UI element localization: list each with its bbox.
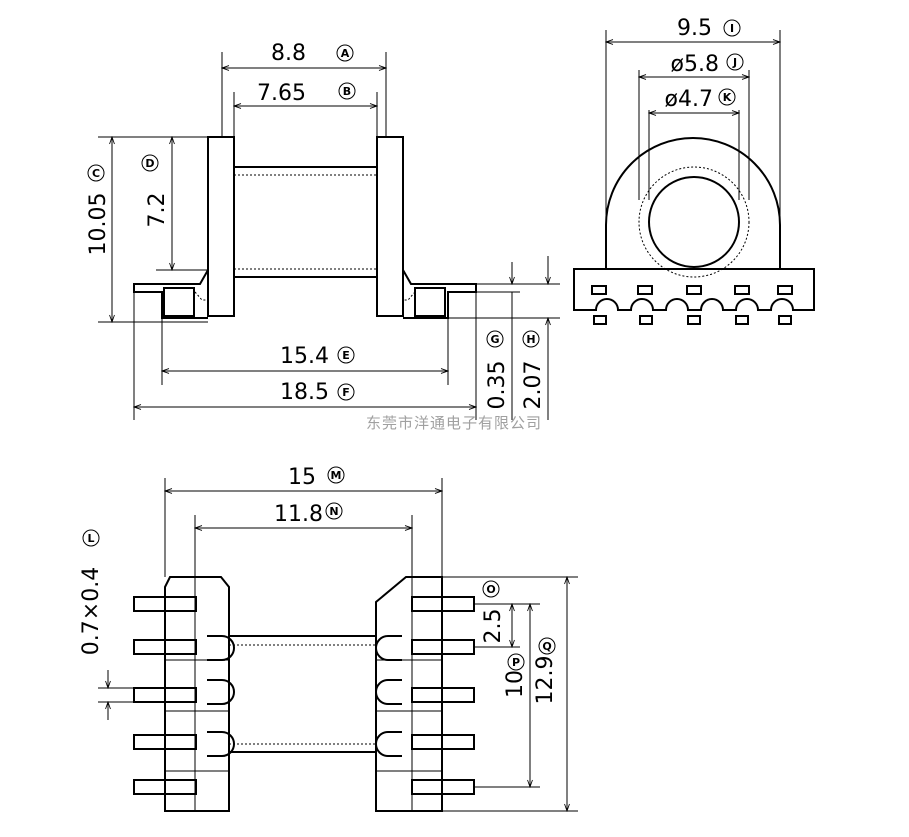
dim-C-value: 10.05 (86, 193, 111, 256)
tag-Q: Q (538, 637, 556, 655)
tag-D: D (141, 154, 159, 172)
svg-text:O: O (486, 583, 495, 596)
dim-H-value: 2.07 (521, 361, 546, 410)
dim-I-value: 9.5 (677, 16, 712, 41)
dim-A-value: 8.8 (271, 41, 306, 66)
tag-H: H (522, 330, 540, 348)
svg-text:K: K (723, 91, 732, 104)
svg-text:A: A (341, 47, 350, 60)
tag-P: P (507, 653, 525, 671)
dim-M-value: 15 (288, 465, 316, 490)
svg-text:D: D (145, 157, 154, 170)
tag-M: M (327, 466, 345, 484)
svg-text:B: B (343, 85, 351, 98)
dim-Q-value: 12.9 (533, 656, 558, 705)
tag-C: C (87, 164, 105, 182)
tag-O: O (482, 580, 500, 598)
dim-B-value: 7.65 (257, 81, 306, 106)
tag-L: L (82, 529, 100, 547)
tag-K: K (718, 88, 736, 106)
svg-text:E: E (342, 349, 350, 362)
svg-text:I: I (730, 22, 734, 35)
svg-text:N: N (329, 505, 338, 518)
tag-N: N (325, 502, 343, 520)
svg-text:C: C (92, 167, 100, 180)
dim-F-value: 18.5 (280, 380, 329, 405)
dim-D-value: 7.2 (145, 193, 170, 228)
front-view (573, 30, 815, 325)
tag-J: J (726, 53, 744, 71)
svg-text:J: J (732, 56, 737, 69)
dim-P2-value: 10 (503, 670, 528, 698)
dim-K-value: ø4.7 (665, 87, 713, 112)
watermark-text: 东莞市洋通电子有限公司 (366, 414, 542, 432)
tag-I: I (723, 19, 741, 37)
svg-text:P: P (512, 656, 520, 669)
svg-text:G: G (490, 333, 499, 346)
side-view (98, 52, 560, 420)
dim-G-value: 0.35 (485, 361, 510, 410)
svg-text:M: M (331, 469, 342, 482)
dim-E-value: 15.4 (280, 344, 329, 369)
bottom-view (98, 478, 578, 812)
dim-P-value: 2.5 (481, 609, 506, 644)
tag-B: B (338, 82, 356, 100)
svg-text:Q: Q (542, 640, 551, 653)
tag-E: E (337, 346, 355, 364)
svg-text:F: F (342, 386, 350, 399)
dim-N-value: 11.8 (274, 502, 323, 527)
dim-L-value: 0.7×0.4 (79, 567, 104, 655)
tag-F: F (337, 383, 355, 401)
svg-text:H: H (526, 333, 535, 346)
dim-J-value: ø5.8 (671, 52, 719, 77)
svg-text:L: L (87, 532, 94, 545)
tag-G: G (486, 330, 504, 348)
tag-A: A (336, 44, 354, 62)
